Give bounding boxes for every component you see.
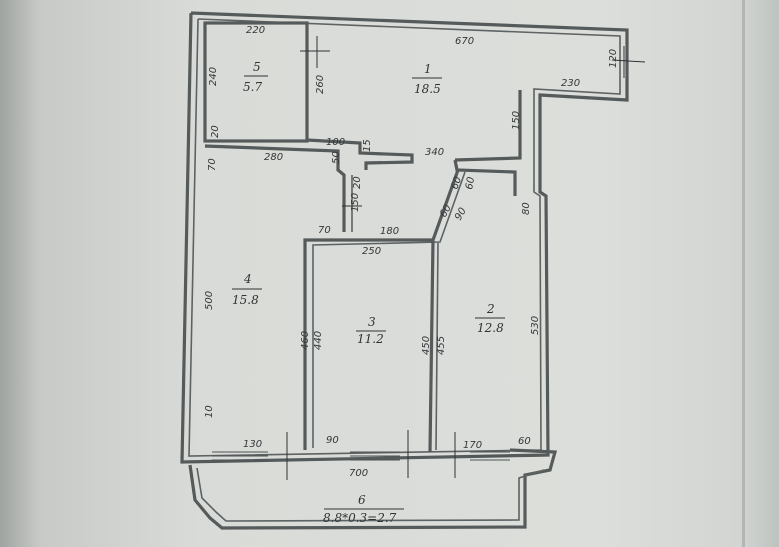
room-5-number: 5 <box>253 60 261 74</box>
dim-20b: 20 <box>352 176 363 189</box>
room-1-number: 1 <box>424 62 432 76</box>
wall-diagonal <box>303 169 460 450</box>
room-1-area: 18.5 <box>414 82 441 96</box>
dim-440: 440 <box>313 331 324 350</box>
dim-670: 670 <box>455 36 474 47</box>
outer-wall-inner <box>188 18 621 457</box>
dim-450: 450 <box>421 336 432 355</box>
dim-20a: 20 <box>210 125 221 138</box>
dim-15: 15 <box>362 139 373 152</box>
dim-60a: 60 <box>449 175 464 191</box>
room-5-area: 5.7 <box>243 80 262 94</box>
dim-100: 100 <box>326 137 345 148</box>
room-2-label: 2 12.8 <box>475 302 505 335</box>
wall-room3-room2 <box>428 239 435 453</box>
dimension-ticks <box>286 36 646 480</box>
dim-170: 170 <box>463 440 482 451</box>
room-1-label: 1 18.5 <box>412 62 442 96</box>
wall-room1-right <box>454 90 522 162</box>
dim-280: 280 <box>264 152 283 163</box>
wall-room3-room2-inner <box>435 242 439 451</box>
outer-wall <box>180 11 629 464</box>
balcony-outline-inner <box>196 467 545 522</box>
dim-220: 220 <box>246 25 265 36</box>
room-4-number: 4 <box>243 272 252 286</box>
dim-150: 150 <box>511 111 522 130</box>
dim-250: 250 <box>362 246 381 257</box>
room-3-label: 3 11.2 <box>356 315 386 346</box>
window-room3 <box>350 451 400 461</box>
room-5-label: 5 5.7 <box>243 60 268 94</box>
room-5-walls <box>203 21 309 143</box>
dim-70b: 70 <box>207 158 218 171</box>
dim-60d: 60 <box>518 436 531 447</box>
wall-diagonal-inner <box>312 171 466 448</box>
dim-150b: 150 <box>350 193 361 212</box>
dim-180: 180 <box>380 226 399 237</box>
dim-230: 230 <box>561 78 580 89</box>
room-4-label: 4 15.8 <box>232 272 262 307</box>
wall-corridor-top <box>306 138 414 170</box>
dim-500: 500 <box>204 291 215 310</box>
window-room4 <box>212 451 268 461</box>
room-6-label: 6 8.8*0.3=2.7 <box>323 493 404 525</box>
dim-10: 10 <box>204 405 215 418</box>
dim-70a: 70 <box>318 225 331 236</box>
room-2-number: 2 <box>486 302 495 316</box>
dim-90a: 90 <box>453 206 469 223</box>
balcony-outline <box>188 448 558 530</box>
room-3-number: 3 <box>368 315 376 329</box>
dim-700: 700 <box>349 468 368 479</box>
room-6-number: 6 <box>358 493 366 507</box>
dim-455: 455 <box>436 336 447 355</box>
dim-260: 260 <box>315 75 326 94</box>
room-4-area: 15.8 <box>232 293 259 307</box>
dim-90b: 90 <box>326 435 339 446</box>
wall-room2-top <box>453 159 517 196</box>
dim-80: 80 <box>521 202 532 215</box>
dim-60b: 60 <box>464 176 477 190</box>
dim-340: 340 <box>425 147 444 158</box>
dim-50: 50 <box>331 151 342 164</box>
window-room2 <box>470 451 510 461</box>
dim-120: 120 <box>608 49 619 68</box>
room-3-area: 11.2 <box>357 332 384 346</box>
room-6-area: 8.8*0.3=2.7 <box>323 511 397 525</box>
dim-530: 530 <box>530 316 541 335</box>
dim-240: 240 <box>208 67 219 86</box>
dim-130: 130 <box>243 439 262 450</box>
sheet-edge <box>742 0 745 547</box>
wall-room4-top <box>204 144 346 232</box>
dim-460: 460 <box>300 331 311 350</box>
room-2-area: 12.8 <box>477 321 504 335</box>
